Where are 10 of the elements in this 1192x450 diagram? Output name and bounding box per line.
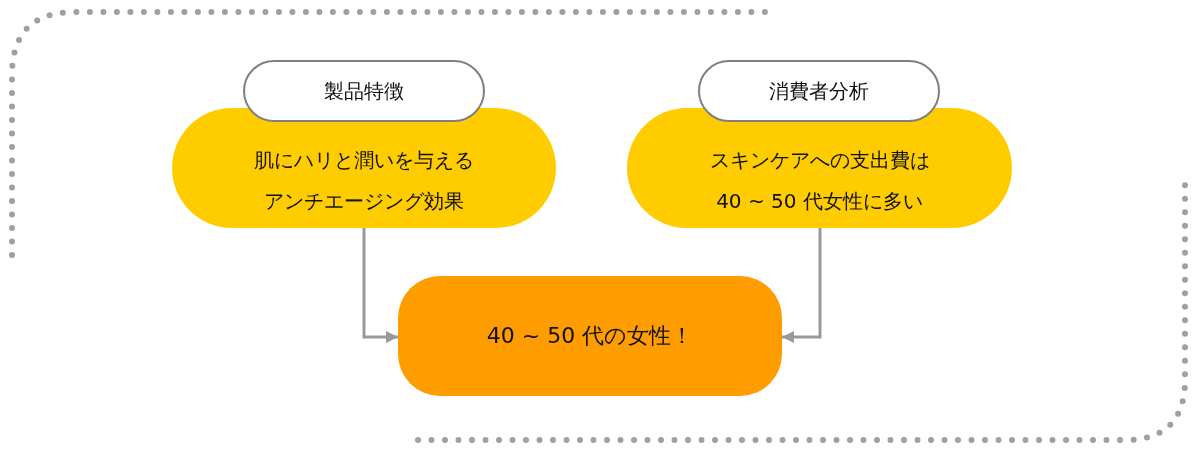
- label-text: 40 ~ 50 代の女性！: [486, 322, 694, 350]
- result-box: [398, 276, 782, 396]
- label-text: アンチエージング効果: [264, 188, 464, 215]
- label-text: 肌にハリと潤いを与える: [254, 147, 474, 174]
- label-text: 消費者分析: [769, 77, 869, 105]
- label-text: スキンケアへの支出費は: [709, 147, 930, 174]
- label-text: 40 ~ 50 代女性に多い: [716, 188, 923, 215]
- label-text: 製品特徴: [324, 77, 404, 105]
- arrow: [782, 228, 822, 343]
- arrow: [362, 228, 398, 343]
